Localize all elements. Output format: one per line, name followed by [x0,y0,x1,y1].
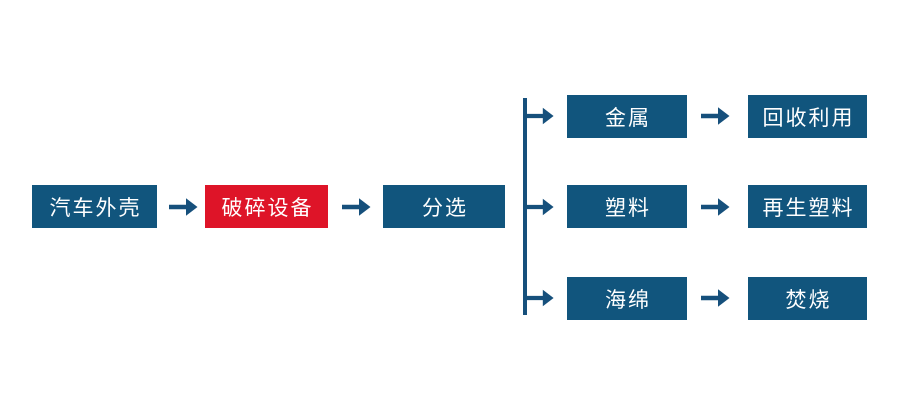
arrow-right-icon [701,198,730,216]
node-plastic: 塑料 [567,185,687,228]
arrow-right-icon [526,289,554,307]
node-sorting: 分选 [383,185,505,228]
arrow-right-icon [526,198,554,216]
node-metal: 金属 [567,95,687,138]
node-recycling: 回收利用 [748,95,867,138]
node-crushing-equipment: 破碎设备 [205,185,328,228]
node-incineration: 焚烧 [748,277,867,320]
arrow-right-icon [169,198,198,216]
arrow-right-icon [526,107,554,125]
arrow-right-icon [701,107,730,125]
arrow-right-icon [342,198,371,216]
branch-connector-line [523,98,527,315]
node-recycled-plastic: 再生塑料 [748,185,867,228]
node-car-shell: 汽车外壳 [32,185,157,228]
node-sponge: 海绵 [567,277,687,320]
arrow-right-icon [701,289,730,307]
